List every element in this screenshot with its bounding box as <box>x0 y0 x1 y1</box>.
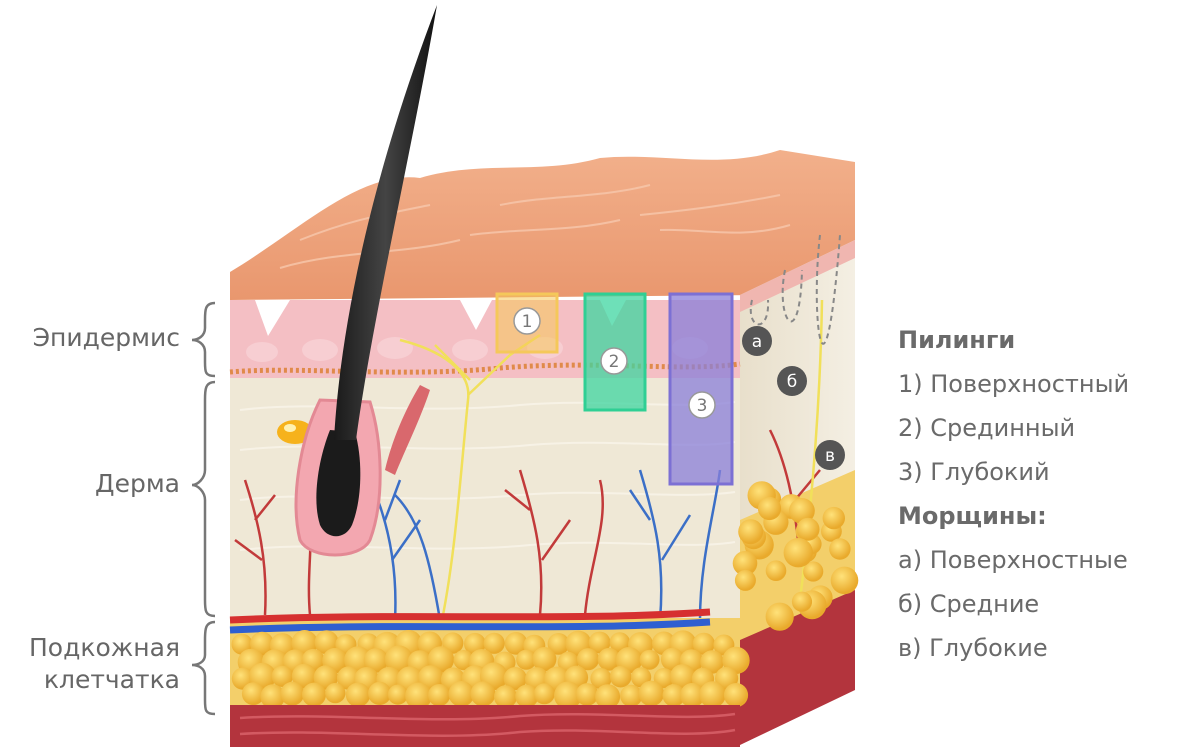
svg-text:в: в <box>825 446 835 466</box>
legend-wrinkle-item: б) Средние <box>898 582 1129 626</box>
legend-wrinkles-heading: Морщины: <box>898 494 1129 538</box>
label-subcutaneous-line1: Подкожная <box>0 632 180 664</box>
peel-marker-1: 1 <box>514 308 540 334</box>
fat-cell <box>699 681 726 708</box>
fat-cell <box>534 683 555 704</box>
fat-cell <box>368 682 391 705</box>
fat-cell <box>766 560 787 581</box>
fat-cell <box>325 683 345 703</box>
fat-cell <box>724 683 748 707</box>
skin-top-surface <box>230 150 855 300</box>
fat-cell <box>640 650 660 670</box>
svg-text:3: 3 <box>697 396 708 416</box>
fat-cell <box>494 685 517 708</box>
fat-cell <box>766 603 794 631</box>
wrinkle-marker-a: а <box>742 326 772 356</box>
legend: Пилинги 1) Поверхностный 2) Срединный 3)… <box>898 318 1129 670</box>
label-dermis: Дерма <box>0 468 180 500</box>
svg-text:1: 1 <box>522 312 533 332</box>
label-subcutaneous: Подкожная клетчатка <box>0 632 180 696</box>
legend-peel-item: 1) Поверхностный <box>898 362 1129 406</box>
fat-cell <box>346 683 370 707</box>
legend-wrinkle-item: в) Глубокие <box>898 626 1129 670</box>
wrinkle-marker-b: б <box>777 366 807 396</box>
fat-cell <box>792 592 812 612</box>
fat-cell <box>388 685 408 705</box>
fat-cell <box>576 683 599 706</box>
fat-cell <box>449 681 475 707</box>
wrinkle-marker-c: в <box>815 440 845 470</box>
fat-cell <box>639 681 665 707</box>
label-subcutaneous-line2: клетчатка <box>0 664 180 696</box>
muscle-layer <box>230 705 740 747</box>
fat-cell <box>428 684 450 706</box>
fat-cell <box>823 507 845 529</box>
legend-peel-item: 3) Глубокий <box>898 450 1129 494</box>
fat-cell <box>302 683 326 707</box>
svg-text:б: б <box>787 372 797 392</box>
svg-text:2: 2 <box>609 352 620 372</box>
fat-cell <box>758 497 781 520</box>
layer-braces <box>192 303 215 714</box>
fat-cell <box>471 681 496 706</box>
fat-cell <box>738 519 763 544</box>
peel-marker-3: 3 <box>689 392 715 418</box>
fat-cell <box>784 538 813 567</box>
fat-cell <box>735 570 756 591</box>
fat-cell <box>829 538 850 559</box>
peel-marker-2: 2 <box>601 348 627 374</box>
label-epidermis: Эпидермис <box>0 322 180 354</box>
svg-text:а: а <box>752 332 762 352</box>
peel-depth-box-3 <box>670 294 732 484</box>
fat-cell <box>610 666 632 688</box>
fat-cell <box>831 567 859 595</box>
legend-peels-heading: Пилинги <box>898 318 1129 362</box>
legend-wrinkle-item: а) Поверхностные <box>898 538 1129 582</box>
legend-peel-item: 2) Срединный <box>898 406 1129 450</box>
fat-cell <box>797 518 820 541</box>
fat-cell <box>280 682 304 706</box>
